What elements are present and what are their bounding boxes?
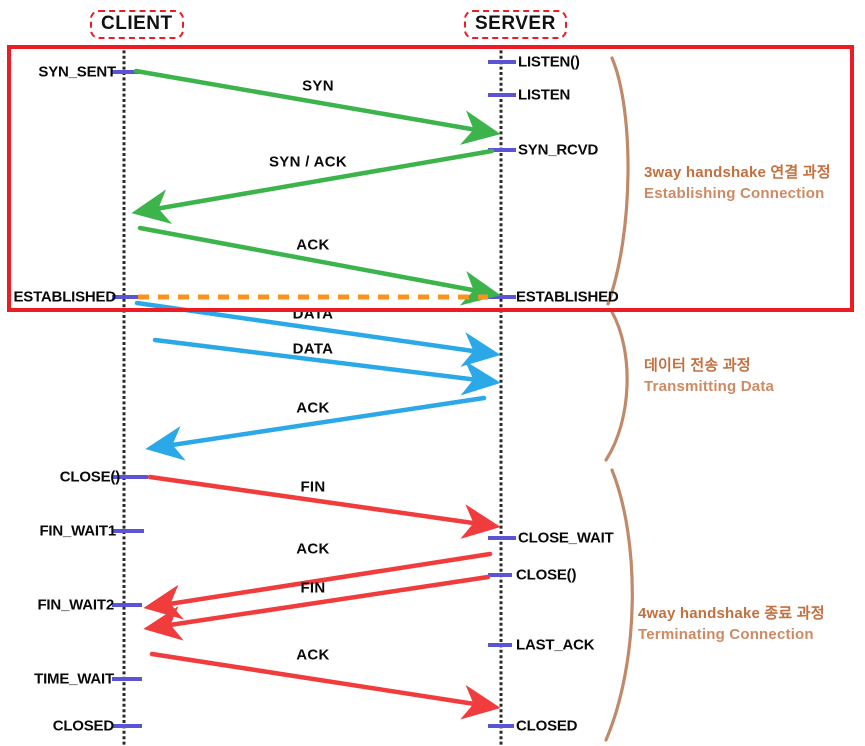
message-label-ack-final: ACK bbox=[296, 646, 330, 664]
server-state-close-wait: CLOSE_WAIT bbox=[518, 529, 614, 547]
message-label-syn-ack: SYN / ACK bbox=[269, 153, 347, 171]
brace-handshake bbox=[606, 56, 630, 306]
server-state-close-call: CLOSE() bbox=[516, 566, 577, 584]
arrow-fin-server bbox=[143, 574, 491, 641]
message-label-ack-server: ACK bbox=[296, 540, 330, 558]
client-state-syn-sent: SYN_SENT bbox=[38, 63, 116, 81]
phase-note-handshake-english: Establishing Connection bbox=[644, 185, 825, 202]
phase-note-data: 데이터 전송 과정 Transmitting Data bbox=[644, 355, 774, 397]
arrow-ack-data bbox=[145, 395, 487, 461]
client-state-fin-wait1: FIN_WAIT1 bbox=[39, 522, 116, 540]
client-state-established: ESTABLISHED bbox=[13, 288, 116, 306]
arrow-fin-client bbox=[147, 474, 501, 539]
client-state-fin-wait2: FIN_WAIT2 bbox=[37, 596, 114, 614]
actor-label-server-text: SERVER bbox=[475, 13, 556, 34]
server-state-listen: LISTEN bbox=[518, 86, 571, 104]
message-label-data-2: DATA bbox=[292, 340, 334, 358]
server-state-listen-call: LISTEN() bbox=[518, 53, 580, 71]
arrow-syn bbox=[133, 68, 501, 145]
arrow-ack-server bbox=[143, 551, 493, 620]
actor-label-server[interactable]: SERVER bbox=[464, 10, 567, 39]
arrow-ack-handshake bbox=[137, 225, 501, 306]
arrow-ack-final bbox=[149, 651, 501, 720]
actor-label-client-text: CLIENT bbox=[101, 13, 173, 34]
server-state-closed: CLOSED bbox=[516, 717, 578, 735]
state-ticks-client bbox=[112, 70, 148, 728]
phase-note-handshake-korean: 3way handshake 연결 과정 bbox=[644, 164, 831, 181]
phase-note-teardown-english: Terminating Connection bbox=[638, 626, 814, 643]
message-label-data-1: DATA bbox=[292, 305, 334, 323]
message-label-ack-data: ACK bbox=[296, 399, 330, 417]
message-label-fin-server: FIN bbox=[300, 579, 326, 597]
phase-note-handshake: 3way handshake 연결 과정 Establishing Connec… bbox=[644, 162, 831, 204]
arrow-syn-ack bbox=[131, 148, 495, 224]
client-state-closed: CLOSED bbox=[52, 717, 115, 735]
server-state-syn-rcvd: SYN_RCVD bbox=[518, 141, 599, 159]
client-state-close: CLOSE() bbox=[59, 468, 120, 486]
phase-note-data-korean: 데이터 전송 과정 bbox=[644, 357, 751, 374]
server-state-last-ack: LAST_ACK bbox=[516, 636, 595, 654]
phase-note-teardown-korean: 4way handshake 종료 과정 bbox=[638, 605, 825, 622]
state-ticks-server bbox=[488, 60, 516, 728]
brace-data bbox=[604, 310, 629, 462]
arrow-data-2 bbox=[152, 337, 501, 396]
message-label-fin-client: FIN bbox=[300, 478, 326, 496]
brace-teardown bbox=[604, 468, 634, 742]
message-label-syn: SYN bbox=[302, 77, 334, 95]
phase-note-teardown: 4way handshake 종료 과정 Terminating Connect… bbox=[638, 603, 825, 645]
phase-note-data-english: Transmitting Data bbox=[644, 378, 775, 395]
client-state-time-wait: TIME_WAIT bbox=[34, 670, 114, 688]
server-state-established: ESTABLISHED bbox=[516, 288, 619, 306]
message-label-ack-handshake: ACK bbox=[296, 236, 330, 254]
actor-label-client[interactable]: CLIENT bbox=[90, 10, 184, 39]
